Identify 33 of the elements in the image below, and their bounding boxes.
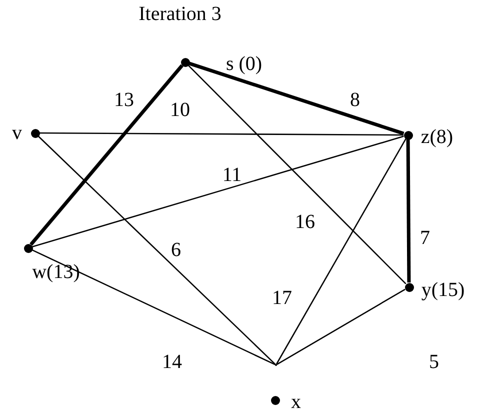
edge-weight: 7 xyxy=(420,228,430,248)
edge-weight: 5 xyxy=(429,352,439,372)
vertex-label: y(15) xyxy=(421,280,465,300)
edge-weight: 11 xyxy=(222,165,242,185)
graph-edge xyxy=(38,136,276,365)
edge-weight: 8 xyxy=(350,90,360,110)
weight-label: 10 xyxy=(170,100,190,120)
vertex-dot xyxy=(180,58,190,66)
vertex-dot xyxy=(404,130,412,140)
vertex-dot xyxy=(30,128,40,138)
graph-edge xyxy=(406,139,411,283)
graph-edge xyxy=(188,62,404,136)
vertex-label: s (0) xyxy=(226,54,262,74)
graph-edge xyxy=(188,64,406,284)
vertex-label: z(8) xyxy=(420,127,454,147)
graph-edge xyxy=(276,138,406,364)
vertex-dot xyxy=(24,244,32,252)
edge-weight: 13 xyxy=(114,90,134,110)
graph-edge xyxy=(32,249,276,366)
vertex-label: v xyxy=(12,123,22,143)
vertex-dot xyxy=(270,396,280,404)
diagram-title: Iteration 3 xyxy=(138,4,222,24)
vertex-label: w(13) xyxy=(32,262,80,282)
vertex-label: x xyxy=(291,392,301,412)
graph-edge xyxy=(276,288,406,366)
edge-weight: 17 xyxy=(272,288,292,308)
edge-weight: 14 xyxy=(162,352,182,372)
graph-edge xyxy=(30,64,184,246)
edge-weight: 6 xyxy=(171,240,181,260)
graph-edge xyxy=(40,132,404,136)
graph-edge xyxy=(32,136,404,248)
vertex-dot xyxy=(404,282,414,292)
edge-weight: 16 xyxy=(295,212,315,232)
